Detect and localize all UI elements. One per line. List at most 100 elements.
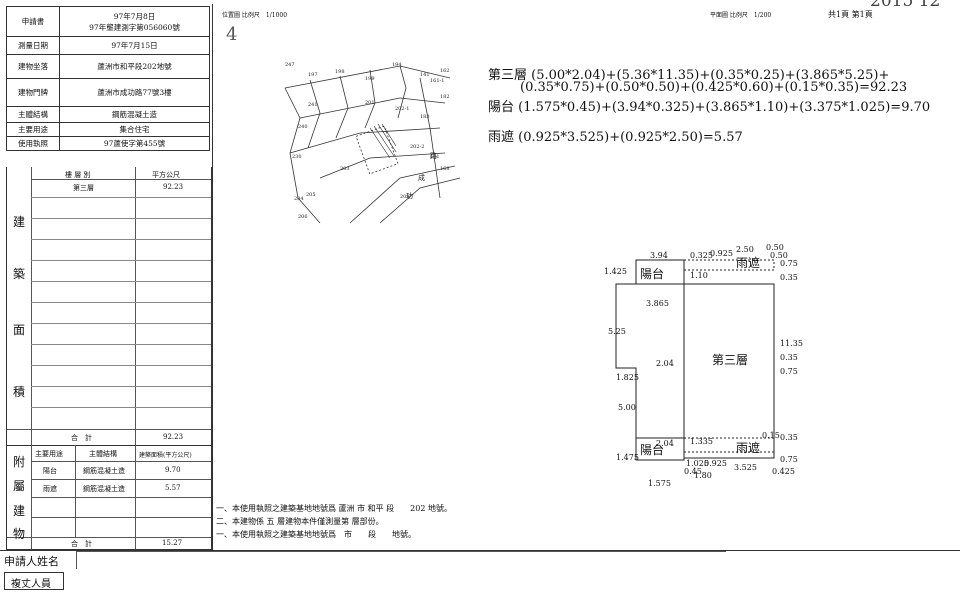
page-label: 共1頁 第1頁	[828, 10, 873, 19]
dimension-label: 5.25	[608, 327, 626, 336]
dimension-label: 0.75	[780, 455, 798, 464]
building-area-section: 樓 層 別 平方公尺 第三層 92.23 建 築 面 積 合 計 92.23	[6, 167, 212, 446]
dimension-label: 0.15	[762, 431, 780, 440]
dimension-label: 2.04	[656, 359, 674, 368]
dimension-label: 1.10	[690, 271, 708, 280]
dimension-label: 0.35	[780, 433, 798, 442]
reviewer-label: 複丈人員	[11, 579, 51, 590]
dimension-label: 0.45	[684, 467, 702, 476]
parcel-label: 230	[292, 154, 302, 160]
attached-section: 主要用途 主體結構 建築面積(平方公尺) 陽台 鋼筋混凝土造 9.70 雨遮 鋼…	[6, 445, 212, 550]
parcel-label: 209	[400, 194, 410, 200]
attached-total-value: 15.27	[162, 539, 183, 547]
dimension-label: 1.475	[616, 453, 639, 462]
note-1: 一、本使用執照之建築基地地號爲 蘆洲 市 和平 段 202 地號。	[216, 504, 452, 513]
dimension-label: 0.35	[780, 273, 798, 282]
info-row-value: 97年7月15日	[59, 36, 210, 55]
room-label: 第三層	[712, 353, 748, 367]
info-row-value: 蘆洲市成功路77號3樓	[59, 78, 210, 107]
side-label-1: 建	[13, 215, 26, 229]
formula-canopy: 雨遮 (0.925*3.525)+(0.925*2.50)=5.57	[488, 130, 743, 145]
attached-side-4: 物	[13, 527, 26, 541]
note-3: 一、本使用執照之建築基地地號爲 市 段 地號。	[216, 530, 416, 539]
formula-floor3-line2: (0.35*0.75)+(0.50*0.50)+(0.425*0.60)+(0.…	[520, 80, 908, 95]
attached-row-2-use: 雨遮	[43, 485, 57, 493]
area-column-header: 平方公尺	[152, 171, 180, 179]
dimension-label: 1.80	[694, 471, 712, 480]
dimension-label: 2.50	[736, 245, 754, 254]
info-row: 建物門牌蘆洲市成功路77號3樓	[6, 78, 210, 107]
room-label: 雨遮	[736, 255, 760, 270]
info-row-label: 申請書	[6, 6, 60, 37]
attached-row-1-use: 陽台	[43, 467, 57, 475]
attached-row-1-struct: 鋼筋混凝土造	[83, 467, 125, 475]
attached-side-3: 建	[13, 504, 26, 518]
parcel-label: 247	[285, 62, 295, 68]
dimension-label: 0.925	[704, 459, 727, 468]
dimension-label: 3.525	[734, 463, 757, 472]
floor-column-header: 樓 層 別	[65, 171, 91, 179]
parcel-label: 201	[365, 100, 375, 106]
info-row-value: 蘆洲市和平段202地號	[59, 54, 210, 79]
area-total-label: 合 計	[71, 434, 92, 442]
dimension-label: 2.04	[656, 439, 674, 448]
attached-header-use: 主要用途	[35, 450, 63, 458]
parcel-label: 183	[420, 114, 430, 120]
applicant-row: 申請人姓名	[0, 550, 960, 569]
formula-floor3-line1: 第三層 (5.00*2.04)+(5.36*11.35)+(0.35*0.25)…	[488, 68, 890, 83]
parcel-label: 198	[335, 69, 345, 75]
parcel-label: 161-1	[430, 78, 444, 84]
room-label: 陽台	[640, 442, 664, 457]
parcel-label: 240	[298, 124, 308, 130]
attached-row-1-area: 9.70	[165, 466, 181, 474]
info-row-value: 97蘆使字第455號	[59, 136, 210, 151]
attached-header-struct: 主體結構	[89, 450, 117, 458]
location-map-label: 位置圖 比例尺 1/1000	[222, 12, 288, 19]
room-label: 陽台	[640, 266, 664, 281]
dimension-label: 5.00	[618, 403, 636, 412]
dimension-label: 0.75	[780, 367, 798, 376]
info-row: 主體結構鋼筋混凝土造	[6, 106, 210, 123]
formula-balcony: 陽台 (1.575*0.45)+(3.94*0.325)+(3.865*1.10…	[488, 100, 931, 115]
parcel-label: 199	[365, 76, 375, 82]
dimension-label: 1.825	[616, 373, 639, 382]
attached-row-2-struct: 鋼筋混凝土造	[83, 485, 125, 493]
dimension-label: 0.35	[780, 353, 798, 362]
info-row-value: 集合住宅	[59, 122, 210, 137]
note-2: 二、本建物係 五 層建物本件僅測量第 層部份。	[216, 517, 384, 526]
side-label-4: 積	[13, 385, 26, 399]
dimension-label: 1.575	[648, 479, 671, 488]
parcel-label: 206	[298, 214, 308, 220]
dimension-label: 0.425	[772, 467, 795, 476]
side-label-3: 面	[13, 323, 26, 337]
parcel-label: 204	[294, 196, 304, 202]
dimension-label: 0.50	[766, 243, 784, 252]
dimension-label: 1.335	[690, 437, 713, 446]
dimension-label: 0.925	[710, 249, 733, 258]
reviewer-row: 複丈人員	[0, 572, 960, 590]
dimension-label: 1.025	[686, 459, 709, 468]
parcel-label: 205	[306, 192, 316, 198]
reviewer-box: 複丈人員	[4, 572, 64, 590]
room-label: 雨遮	[736, 440, 760, 455]
info-row-label: 測量日期	[6, 36, 60, 55]
page-top-number: 2015 12	[870, 0, 941, 11]
attached-total-label: 合 計	[71, 540, 92, 548]
parcel-label: 168	[440, 166, 450, 172]
dimension-label: 1.425	[604, 267, 627, 276]
parcel-label: 141	[420, 72, 430, 78]
dimension-label: 3.94	[650, 251, 668, 260]
parcel-label: 202-1	[395, 106, 409, 112]
info-row-value: 97年7月8日 97年壟建測字第056060號	[59, 6, 210, 37]
floor-row-name: 第三層	[73, 184, 94, 192]
side-label-2: 築	[13, 267, 26, 281]
info-row-value: 鋼筋混凝土造	[59, 106, 210, 123]
left-divider	[212, 4, 213, 550]
road-label: 路	[430, 151, 437, 160]
info-row-label: 建物門牌	[6, 78, 60, 107]
